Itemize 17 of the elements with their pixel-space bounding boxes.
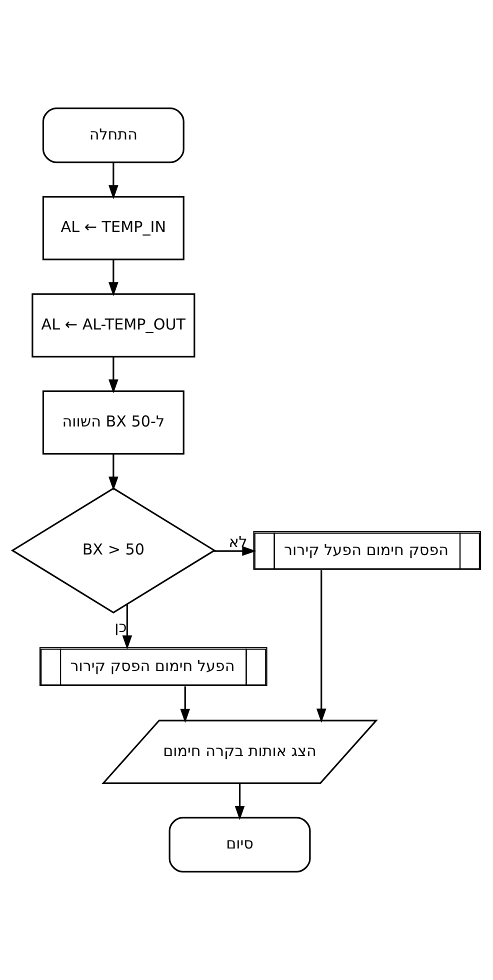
node-box: התחלה — [42, 108, 184, 164]
arrow — [108, 454, 118, 491]
arrow — [108, 162, 118, 200]
node-diamond: BX > 50 — [10, 487, 216, 614]
arrow — [234, 783, 245, 820]
arrow — [108, 260, 118, 296]
node-box: AL ← AL-TEMP_OUT — [32, 293, 196, 358]
arrow — [122, 604, 132, 650]
arrow — [180, 686, 190, 723]
arrow — [108, 357, 118, 394]
arrow — [316, 570, 326, 723]
node-box: סיום — [168, 816, 311, 872]
edge-label: כן — [114, 618, 127, 636]
arrow — [214, 546, 256, 556]
edge-label: לא — [228, 532, 248, 551]
node-box: AL ← TEMP_IN — [42, 196, 184, 260]
node-box: השווה BX ל-50 — [42, 390, 184, 455]
